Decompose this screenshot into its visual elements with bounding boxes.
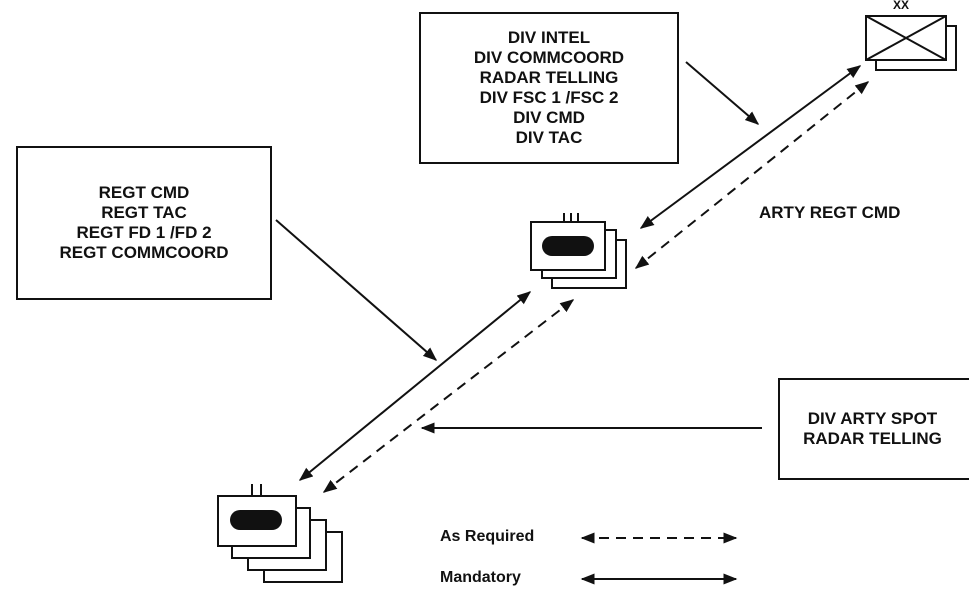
regt-info-line: REGT CMD	[98, 183, 190, 202]
div-info-line: DIV CMD	[513, 108, 585, 127]
spot-radar-line: DIV ARTY SPOT	[807, 409, 938, 428]
division-echelon-label: XX	[893, 0, 910, 12]
legend-mandatory-label: Mandatory	[440, 569, 521, 586]
regt-to-bn-asrequired-link	[322, 299, 575, 493]
spot-radar-line: RADAR TELLING	[803, 429, 942, 448]
div-info-line: RADAR TELLING	[479, 68, 619, 87]
regt-info-line: REGT FD 1 /FD 2	[76, 223, 212, 242]
arty-regt-cmd-label: ARTY REGT CMD	[759, 203, 901, 222]
div-info-line: DIV COMMCOORD	[473, 48, 625, 67]
regt-info-box: REGT CMD REGT TAC REGT FD 1 /FD 2 REGT C…	[16, 146, 272, 300]
regt-to-bn-mandatory-link	[298, 291, 532, 481]
div-info-line: DIV TAC	[515, 128, 583, 147]
regt-info-line: REGT COMMCOORD	[59, 243, 229, 262]
div-to-regt-asrequired-link	[634, 81, 870, 269]
regt-box-pointer-arrow	[275, 219, 438, 361]
div-info-line: DIV INTEL	[507, 28, 591, 47]
arty-regt-unit-symbol	[530, 213, 627, 289]
regt-info-line: REGT TAC	[101, 203, 187, 222]
division-unit-symbol	[865, 15, 957, 71]
div-info-line: DIV FSC 1 /FSC 2	[479, 88, 619, 107]
spot-radar-info-box: DIV ARTY SPOT RADAR TELLING	[778, 378, 969, 480]
div-box-pointer-arrow	[685, 61, 760, 125]
div-info-box: DIV INTEL DIV COMMCOORD RADAR TELLING DI…	[419, 12, 679, 164]
battalion-unit-symbol	[217, 484, 343, 583]
legend-as-required-label: As Required	[440, 528, 535, 545]
